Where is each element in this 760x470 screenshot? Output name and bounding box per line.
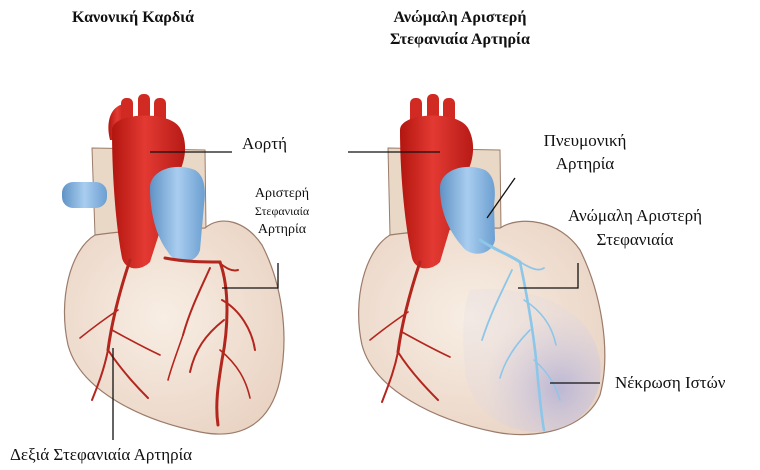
label-anomalous-left-1: Ανώμαλη Αριστερή: [540, 206, 730, 226]
label-left-coronary-1: Αριστερή: [247, 185, 317, 202]
label-necrosis: Νέκρωση Ιστών: [615, 373, 755, 393]
label-right-coronary: Δεξιά Στεφανιαία Αρτηρία: [10, 445, 192, 465]
vein-stub-left: [62, 182, 107, 208]
label-pulmonary-1: Πνευμονική: [525, 131, 645, 151]
label-anomalous-left-2: Στεφανιαία: [540, 230, 730, 250]
label-pulmonary-2: Αρτηρία: [525, 154, 645, 174]
label-left-coronary-3: Αρτηρία: [247, 221, 317, 238]
label-left-coronary-2: Στεφανιαία: [247, 203, 317, 220]
label-aorta: Αορτή: [242, 134, 287, 154]
